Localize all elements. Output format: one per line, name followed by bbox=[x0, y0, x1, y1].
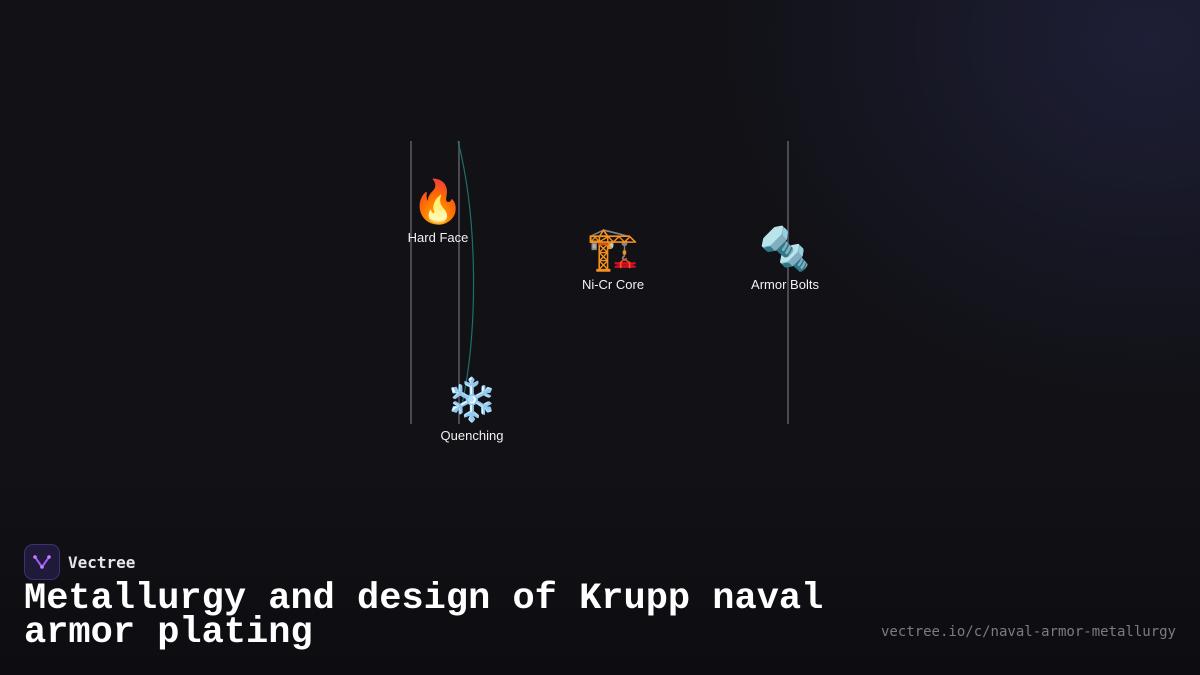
node-ni-cr-core[interactable]: 🏗️ Ni-Cr Core bbox=[582, 223, 644, 292]
node-label: Ni-Cr Core bbox=[581, 277, 645, 292]
brand: Vectree bbox=[24, 544, 135, 580]
brand-name: Vectree bbox=[68, 552, 136, 572]
node-hard-face[interactable]: 🔥 Hard Face bbox=[408, 176, 469, 245]
vectree-logo-icon bbox=[24, 544, 60, 580]
nut-and-bolt-icon: 🔩 bbox=[758, 224, 812, 273]
node-label: Hard Face bbox=[407, 230, 469, 245]
fire-icon: 🔥 bbox=[411, 177, 465, 226]
page-title: Metallurgy and design of Krupp naval arm… bbox=[24, 578, 824, 654]
node-label: Quenching bbox=[440, 428, 504, 443]
edge-hard-face-to-quenching bbox=[457, 140, 475, 406]
node-label: Armor Bolts bbox=[751, 277, 819, 292]
node-quenching[interactable]: ❄️ Quenching bbox=[441, 374, 504, 443]
construction-crane-icon: 🏗️ bbox=[586, 224, 640, 273]
page-url[interactable]: vectree.io/c/naval-armor-metallurgy bbox=[880, 624, 1176, 640]
node-armor-bolts[interactable]: 🔩 Armor Bolts bbox=[751, 223, 819, 292]
snowflake-icon: ❄️ bbox=[445, 375, 499, 424]
